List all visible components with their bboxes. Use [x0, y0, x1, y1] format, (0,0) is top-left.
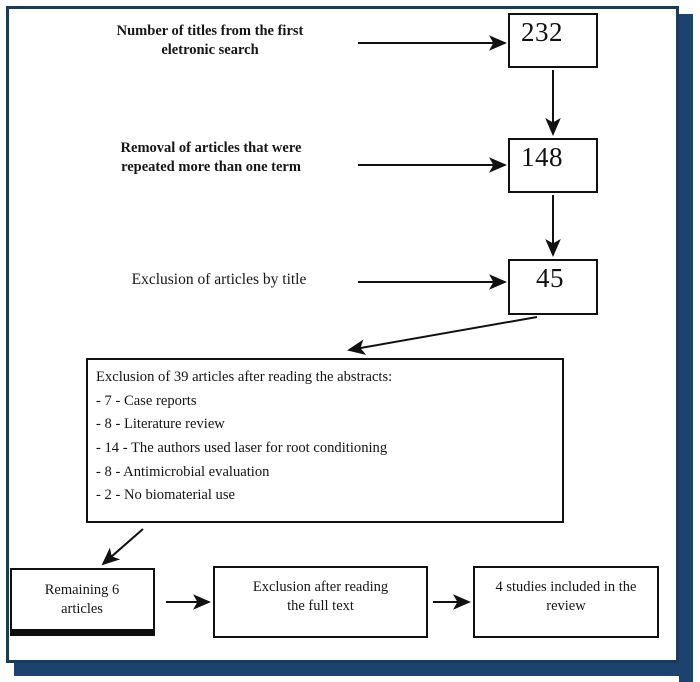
outcome-label-line: Exclusion after reading — [252, 579, 389, 595]
exclusion-detail-box — [86, 358, 564, 523]
stage-label-exclusion-by-title: Exclusion of articles by title — [100, 270, 338, 290]
count-value-45: 45 — [536, 263, 564, 293]
outcome-label-line: the full text — [287, 598, 354, 615]
diagram-frame — [6, 6, 679, 663]
outcome-label-line: 4 studies included in the — [495, 579, 637, 595]
outcome-box-remaining — [10, 568, 155, 636]
stage-label-first-search: Number of titles from the first eletroni… — [72, 22, 348, 60]
exclusion-item: - 7 - Case reports — [96, 392, 197, 409]
count-box-remove-repeated — [508, 138, 598, 193]
outcome-box-included — [473, 566, 659, 638]
count-value-232: 232 — [521, 17, 563, 47]
exclusion-item: - 2 - No biomaterial use — [96, 487, 236, 504]
stage-label-line: eletronic search — [161, 42, 259, 59]
frame-shadow-bottom — [14, 662, 693, 676]
outcome-label-included: 4 studies included in the review — [480, 578, 652, 616]
stage-label-remove-repeated: Removal of articles that were repeated m… — [78, 139, 344, 177]
count-box-exclusion-by-title — [508, 259, 598, 315]
outcome-box-full-text-exclusion — [213, 566, 428, 638]
stage-label-line: Number of titles from the first — [116, 23, 304, 39]
outcome-label-line: review — [546, 598, 586, 615]
exclusion-item: - 8 - Antimicrobial evaluation — [96, 463, 270, 480]
stage-label-line: Removal of articles that were — [120, 140, 302, 156]
outcome-label-full-text-exclusion: Exclusion after reading the full text — [221, 578, 420, 616]
exclusion-detail-text: Exclusion of 39 articles after reading t… — [96, 366, 556, 508]
outcome-label-remaining: Remaining 6 articles — [14, 581, 150, 619]
stage-label-line: repeated more than one term — [121, 159, 301, 176]
exclusion-item: - 14 - The authors used laser for root c… — [96, 439, 388, 456]
stage-label-line: Exclusion of articles by title — [131, 271, 307, 288]
outcome-label-line: Remaining 6 — [44, 582, 120, 598]
count-value-148: 148 — [521, 142, 563, 172]
exclusion-heading: Exclusion of 39 articles after reading t… — [96, 369, 393, 385]
outcome-label-line: articles — [61, 601, 103, 618]
frame-shadow-right — [679, 14, 693, 682]
exclusion-item: - 8 - Literature review — [96, 416, 225, 433]
count-box-first-search — [508, 13, 598, 68]
